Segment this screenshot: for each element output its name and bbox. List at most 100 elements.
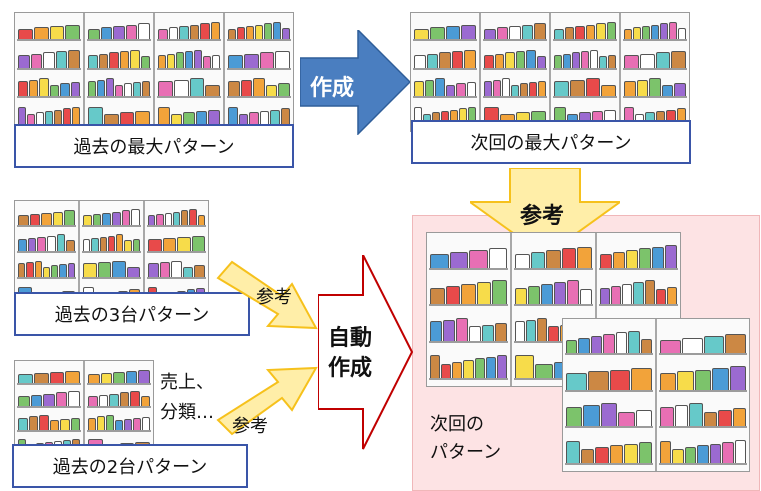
product-item	[484, 54, 494, 68]
product-item	[130, 49, 140, 68]
product-item	[672, 448, 684, 463]
product-item	[608, 54, 616, 68]
product-item	[27, 113, 35, 125]
product-item	[468, 106, 476, 125]
product-item	[28, 79, 38, 96]
product-item	[684, 447, 697, 463]
product-item	[600, 253, 612, 268]
product-item	[666, 287, 677, 305]
product-item	[126, 266, 140, 277]
shelf-row	[514, 279, 593, 307]
product-item	[520, 83, 528, 96]
product-item	[189, 24, 199, 40]
shelf-row	[553, 20, 617, 42]
product-item	[189, 209, 197, 225]
product-item	[158, 81, 173, 96]
product-item	[100, 372, 113, 383]
product-item	[566, 373, 587, 390]
product-item	[424, 79, 434, 96]
product-item	[49, 420, 59, 430]
shelf-image-next-max	[410, 12, 690, 132]
product-item	[563, 53, 571, 68]
shelf-row	[87, 48, 151, 70]
product-item	[430, 321, 442, 342]
product-item	[622, 284, 633, 305]
product-item	[554, 28, 564, 40]
product-item	[200, 23, 210, 40]
product-item	[430, 287, 445, 305]
product-item	[115, 84, 123, 96]
product-item	[581, 50, 589, 68]
label-past-max: 過去の最大パターン	[14, 124, 294, 168]
product-item	[228, 81, 240, 96]
product-item	[666, 109, 676, 125]
product-item	[655, 52, 671, 68]
product-item	[18, 215, 29, 225]
create-arrow	[300, 30, 410, 135]
shelf-row	[87, 20, 151, 42]
product-item	[652, 246, 664, 268]
product-item	[112, 260, 126, 277]
product-item	[642, 26, 650, 40]
product-item	[49, 26, 65, 40]
sales-text-line1: 売上、	[160, 372, 214, 393]
shelf-row	[565, 328, 653, 356]
product-item	[72, 106, 80, 125]
product-item	[36, 112, 44, 125]
product-item	[138, 23, 150, 40]
shelf-row	[659, 401, 747, 429]
product-item	[580, 288, 592, 305]
shelf-row	[157, 77, 221, 98]
product-item	[113, 371, 125, 383]
product-item	[148, 263, 159, 277]
product-item	[624, 107, 634, 125]
product-item	[18, 417, 28, 430]
shelf-row	[87, 77, 151, 98]
shelf-row	[17, 233, 76, 253]
product-item	[640, 339, 652, 354]
product-item	[655, 288, 666, 305]
product-item	[464, 49, 476, 68]
product-item	[195, 111, 208, 125]
shelf-row	[17, 367, 81, 385]
product-item	[116, 234, 124, 251]
product-item	[43, 52, 55, 68]
product-item	[124, 83, 132, 96]
product-item	[142, 417, 150, 430]
product-item	[64, 210, 75, 225]
shelf-row	[227, 77, 291, 98]
product-item	[119, 392, 129, 407]
product-item	[569, 79, 585, 96]
product-item	[526, 49, 536, 68]
product-item	[176, 52, 184, 68]
product-item	[587, 371, 609, 390]
product-item	[575, 26, 585, 40]
reference-arrow-2	[216, 366, 318, 436]
product-item	[33, 27, 49, 40]
product-item	[249, 112, 259, 125]
product-item	[237, 27, 245, 40]
shelf-row	[514, 242, 593, 270]
product-item	[29, 214, 41, 225]
product-item	[564, 27, 574, 40]
product-item	[102, 212, 112, 225]
product-item	[158, 28, 168, 40]
product-item	[243, 53, 259, 68]
product-item	[429, 27, 445, 40]
product-item	[197, 214, 205, 225]
product-item	[456, 83, 466, 96]
product-item	[639, 53, 655, 68]
product-item	[624, 443, 638, 463]
product-item	[456, 317, 468, 342]
product-item	[697, 445, 709, 463]
product-item	[203, 55, 211, 68]
product-item	[158, 54, 166, 68]
product-item	[528, 285, 540, 305]
product-item	[65, 24, 80, 40]
product-item	[162, 238, 176, 251]
product-item	[212, 54, 220, 68]
shelf-row	[659, 438, 747, 465]
shelf-row	[227, 48, 291, 70]
product-item	[18, 28, 33, 40]
product-item	[208, 109, 220, 125]
